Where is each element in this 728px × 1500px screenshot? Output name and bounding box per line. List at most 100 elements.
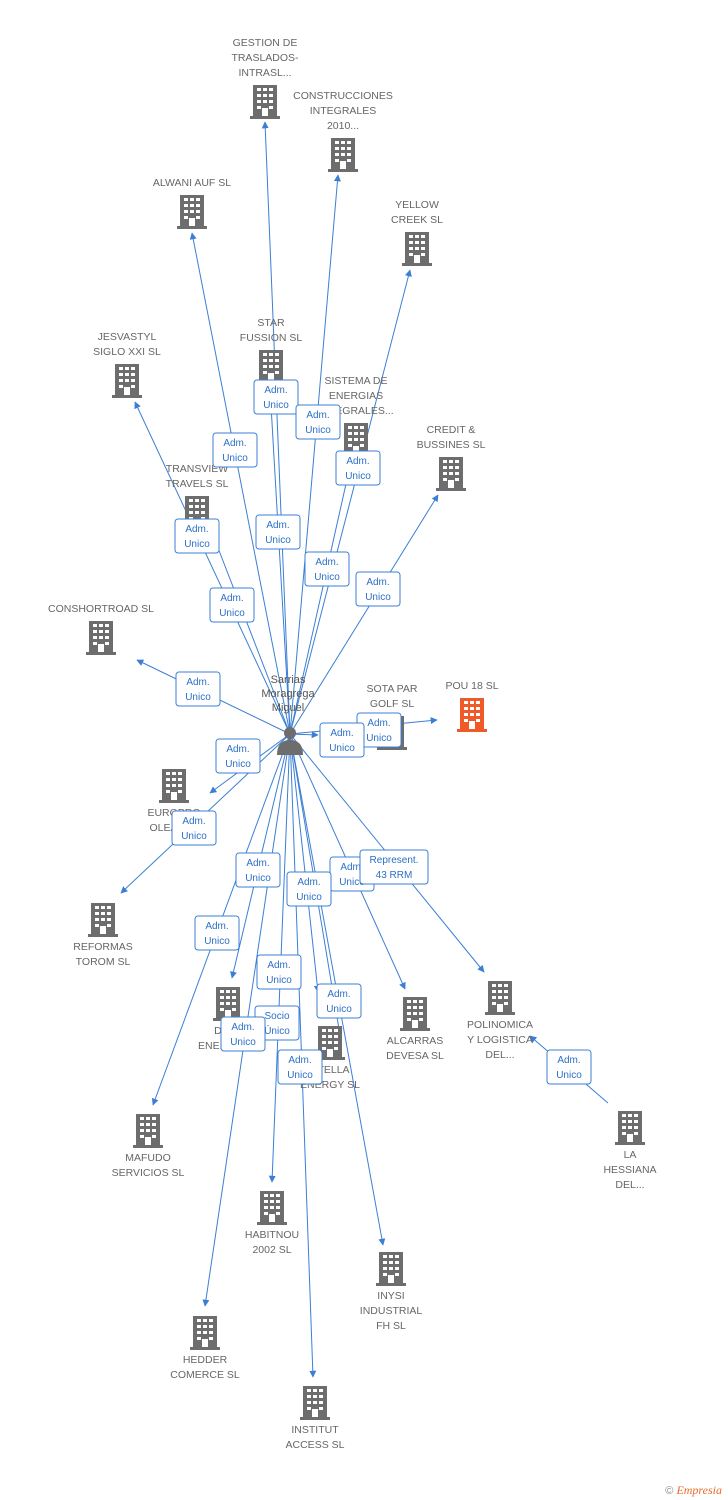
person-icon-body[interactable] — [277, 740, 303, 755]
building-icon[interactable] — [485, 981, 515, 1015]
relation-label[interactable]: Adm.Unico — [194, 915, 240, 951]
company-label-line: Y LOGISTICA — [467, 1034, 533, 1046]
relation-label[interactable]: Adm.Unico — [171, 810, 217, 846]
building-icon[interactable] — [177, 195, 207, 229]
relation-label[interactable]: Adm.Unico — [295, 404, 341, 440]
relation-label-box[interactable] — [235, 852, 281, 888]
building-icon[interactable] — [190, 1316, 220, 1350]
relation-label[interactable]: Adm.Unico — [209, 587, 255, 623]
relation-label-box[interactable] — [335, 450, 381, 486]
relation-label[interactable]: Adm.Unico — [235, 852, 281, 888]
relation-label-box[interactable] — [277, 1049, 323, 1085]
building-icon[interactable] — [457, 698, 487, 732]
relation-label[interactable]: Adm.Unico — [546, 1049, 592, 1085]
relation-label[interactable]: Adm.Unico — [212, 432, 258, 468]
relation-label[interactable]: Adm.Unico — [277, 1049, 323, 1085]
company-label-line: SERVICIOS SL — [112, 1167, 185, 1179]
relation-label[interactable]: Adm.Unico — [255, 514, 301, 550]
company-label-line: SISTEMA DE — [324, 375, 387, 387]
relation-label[interactable]: Adm.Unico — [286, 871, 332, 907]
company-label-line: HEDDER — [183, 1354, 228, 1366]
building-icon[interactable] — [300, 1386, 330, 1420]
building-icon[interactable] — [376, 1252, 406, 1286]
relation-label[interactable]: Adm.Unico — [253, 379, 299, 415]
building-icon[interactable] — [250, 85, 280, 119]
person-icon[interactable] — [284, 727, 296, 739]
relation-label[interactable]: Adm.Unico — [175, 671, 221, 707]
relation-label-box[interactable] — [546, 1049, 592, 1085]
relation-label-text: Unico — [287, 1070, 313, 1081]
relation-label-text: Socio — [264, 1011, 289, 1022]
building-icon[interactable] — [112, 364, 142, 398]
relation-label-box[interactable] — [175, 671, 221, 707]
relation-label[interactable]: Adm.Unico — [256, 954, 302, 990]
building-icon[interactable] — [257, 1191, 287, 1225]
relation-label-box[interactable] — [316, 983, 362, 1019]
company-label-line: FUSSION SL — [240, 332, 303, 344]
relation-label[interactable]: Adm.Unico — [174, 518, 220, 554]
relation-label-box[interactable] — [209, 587, 255, 623]
building-icon[interactable] — [400, 997, 430, 1031]
relation-label-box[interactable] — [174, 518, 220, 554]
relation-label-box[interactable] — [256, 954, 302, 990]
relation-label[interactable]: Adm.Unico — [215, 738, 261, 774]
building-icon[interactable] — [86, 621, 116, 655]
building-icon[interactable] — [133, 1114, 163, 1148]
relation-label[interactable]: Adm.Unico — [319, 722, 365, 758]
building-icon[interactable] — [88, 903, 118, 937]
building-icon[interactable] — [436, 457, 466, 491]
relation-label[interactable]: Adm.Unico — [304, 551, 350, 587]
relation-label[interactable]: Adm.Unico — [335, 450, 381, 486]
relation-label-text: Adm. — [246, 858, 269, 869]
company-node-gestion[interactable]: GESTION DETRASLADOS-INTRASL... — [231, 37, 299, 119]
relation-label-box[interactable] — [215, 738, 261, 774]
company-node-pou18[interactable]: POU 18 SL — [445, 680, 499, 732]
relation-label-box[interactable] — [355, 571, 401, 607]
company-node-hessiana[interactable]: LAHESSIANADEL... — [603, 1111, 657, 1191]
relation-label-text: Único — [264, 1024, 290, 1037]
relation-label-box[interactable] — [255, 514, 301, 550]
relation-label-box[interactable] — [212, 432, 258, 468]
relation-label-box[interactable] — [295, 404, 341, 440]
company-node-construcciones[interactable]: CONSTRUCCIONESINTEGRALES2010... — [293, 90, 393, 172]
relation-label-box[interactable] — [220, 1016, 266, 1052]
relation-label[interactable]: Adm.Unico — [355, 571, 401, 607]
relation-label-box[interactable] — [286, 871, 332, 907]
brand-logo-text[interactable]: Empresia — [676, 1483, 722, 1497]
relation-label-box[interactable] — [319, 722, 365, 758]
relation-label-text: Adm. — [297, 877, 320, 888]
building-icon[interactable] — [256, 350, 286, 384]
relation-label[interactable]: Adm.Unico — [220, 1016, 266, 1052]
building-icon[interactable] — [213, 987, 243, 1021]
relation-label[interactable]: Represent.43 RRM — [359, 849, 429, 885]
company-node-conshortroad[interactable]: CONSHORTROAD SL — [48, 603, 154, 655]
relation-label[interactable]: Adm.Unico — [316, 983, 362, 1019]
company-label-line: JESVASTYL — [98, 331, 157, 343]
building-icon[interactable] — [615, 1111, 645, 1145]
company-node-credit[interactable]: CREDIT &BUSSINES SL — [417, 424, 486, 491]
relation-label-box[interactable] — [359, 849, 429, 885]
building-icon[interactable] — [328, 138, 358, 172]
company-node-alwani[interactable]: ALWANI AUF SL — [153, 177, 231, 229]
relation-label-box[interactable] — [194, 915, 240, 951]
building-icon[interactable] — [402, 232, 432, 266]
relation-label-box[interactable] — [304, 551, 350, 587]
relation-label-box[interactable] — [171, 810, 217, 846]
relation-label-box[interactable] — [253, 379, 299, 415]
building-icon[interactable] — [159, 769, 189, 803]
